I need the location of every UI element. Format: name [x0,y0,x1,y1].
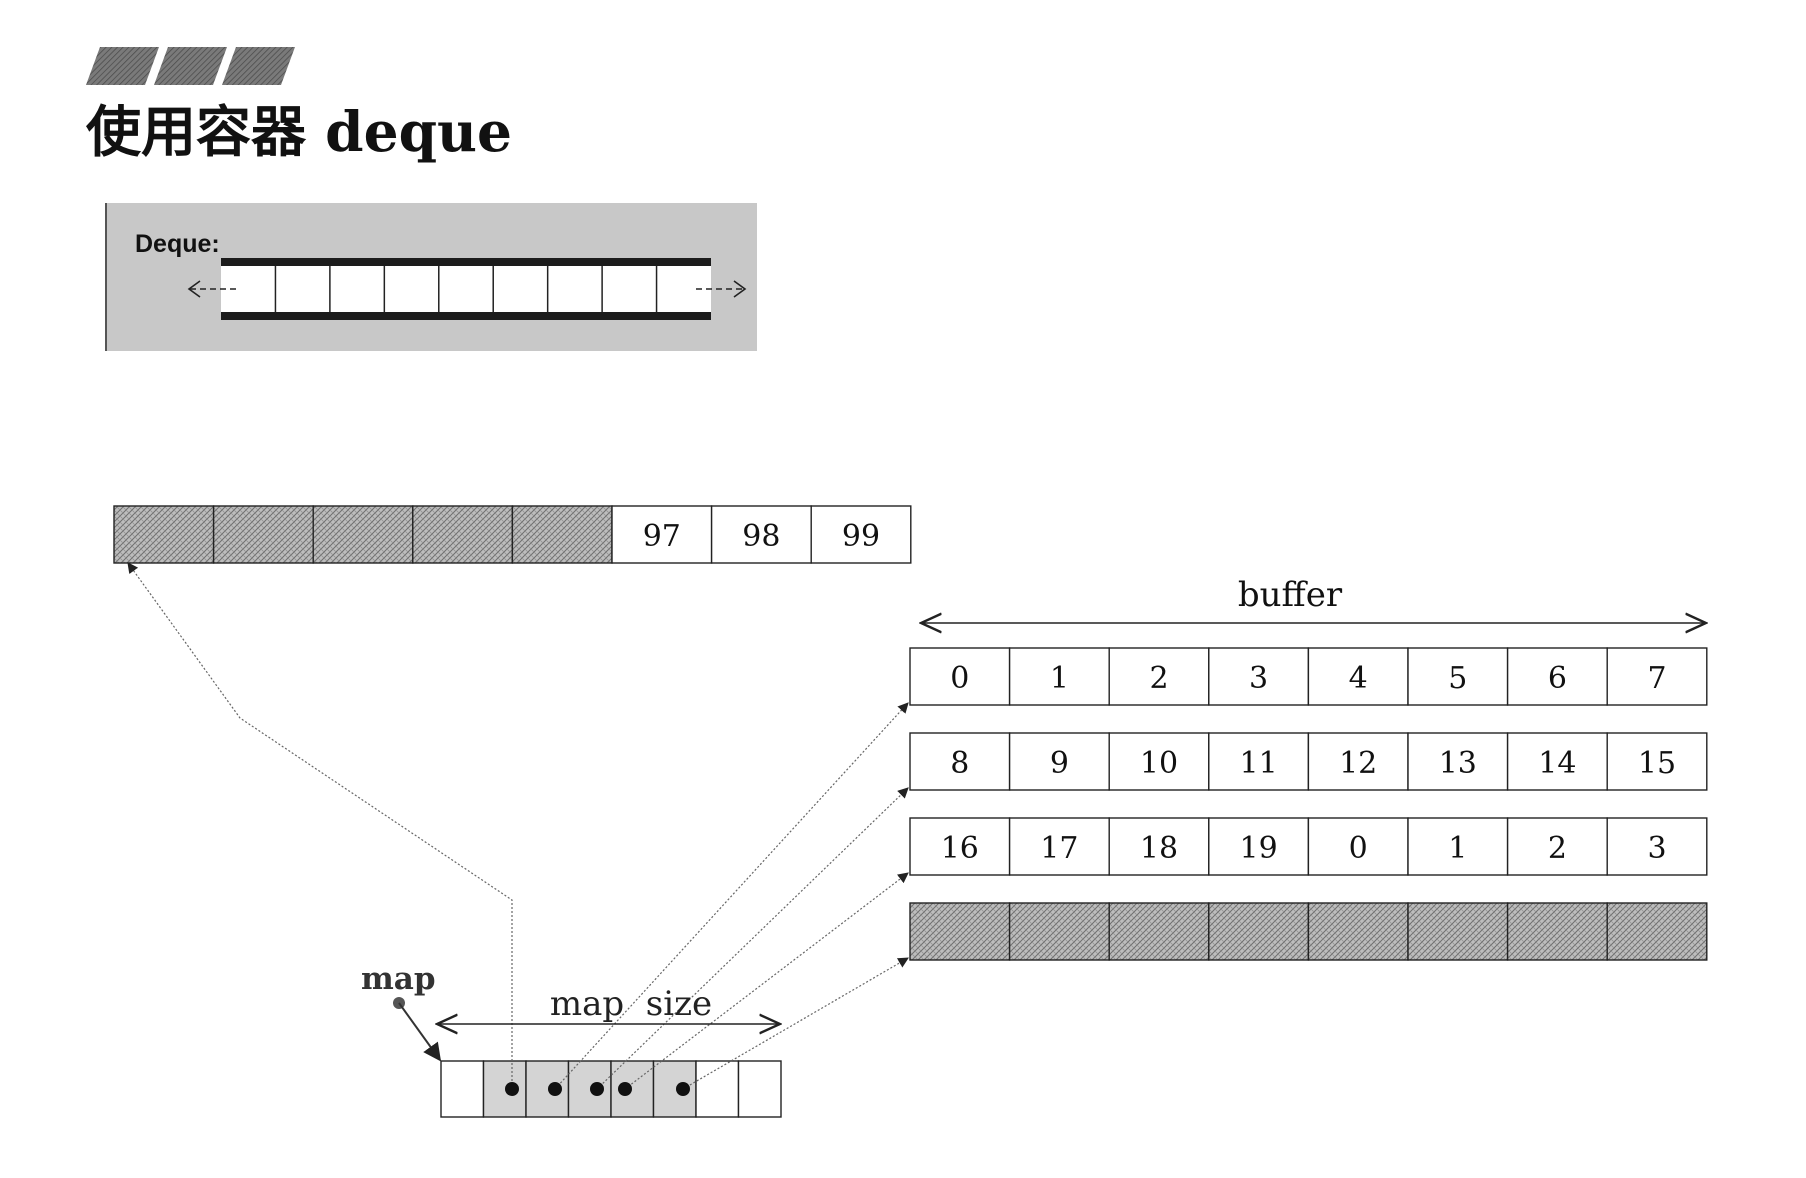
top-buffer-cell-hatched [212,505,314,564]
map-pointer-line [624,872,909,1090]
buffer-cell-hatched [1208,902,1310,961]
buffer-cell [1208,647,1310,706]
buffer-cell-value: 13 [1439,746,1477,781]
buffer-cell-value: 7 [1647,661,1666,696]
map-cell-used [567,1060,612,1118]
buffer-cell-hatched [1606,902,1708,961]
deque-strip-body [221,266,711,312]
buffer-cell-value: 16 [941,831,979,866]
deque-cells [274,266,658,312]
deque-label: Deque: [135,230,220,258]
buffer-cell [1008,817,1110,876]
map-cell-empty [695,1060,740,1118]
buffer-cell [1606,817,1708,876]
buffer-cell [1208,732,1310,791]
buffer-cell-value: 2 [1548,831,1567,866]
buffer-cell [1307,732,1409,791]
buffer-cell-value: 8 [950,746,969,781]
buffer-cell-value: 2 [1149,661,1168,696]
buffer-cell-value: 14 [1538,746,1576,781]
buffer-cell [1407,732,1509,791]
map-node-dot [676,1082,690,1096]
buffer-cell-value: 4 [1349,661,1368,696]
top-buffer-cell-hatched [113,505,215,564]
top-buffer-cell [810,505,912,564]
map-label: map [361,961,436,997]
top-buffer-cell-hatched [412,505,514,564]
deque-right-arrow [696,280,747,298]
buffer-cell-hatched [1307,902,1409,961]
buffer-cell-value: 1 [1448,831,1467,866]
map-size-label: map size [550,984,712,1024]
map-pointer-arrow [393,997,442,1062]
buffer-cell-value: 0 [950,661,969,696]
buffer-cell-value: 9 [1050,746,1069,781]
map [440,1060,782,1118]
map-pointer-line [596,787,909,1090]
map-node-dot [590,1082,604,1096]
top-buffer-value: 99 [842,519,880,554]
buffer-cell [909,732,1011,791]
buffer-cell [1506,817,1608,876]
map-cell-empty [737,1060,782,1118]
buffer-label: buffer [1238,575,1343,615]
deque-left-arrow [187,280,238,298]
buffer-cell-value: 19 [1240,831,1278,866]
buffer-cell-value: 12 [1339,746,1377,781]
buffer-cell [1307,817,1409,876]
buffer-cell [1606,647,1708,706]
buffer-cell [1008,647,1110,706]
buffer-cell-hatched [1008,902,1110,961]
map-node-dot [505,1082,519,1096]
deque-strip-top-bar [221,258,711,266]
buffer-cell [1407,647,1509,706]
buffer-cell-value: 6 [1548,661,1567,696]
map-node-dot [618,1082,632,1096]
buffer-cell [1108,817,1210,876]
buffer-cell-value: 10 [1140,746,1178,781]
deque-strip-bottom-bar [221,312,711,320]
buffer-cell-hatched [1108,902,1210,961]
top-buffer-cell [710,505,812,564]
buffer-cell [1407,817,1509,876]
buffer-cell-value: 0 [1349,831,1368,866]
buffer-cell-value: 3 [1647,831,1666,866]
top-buffer-value: 98 [742,519,780,554]
map-pointers [127,562,909,1096]
buffer-cell [1506,647,1608,706]
buffer-cell [1307,647,1409,706]
buffer-cell [1506,732,1608,791]
buffer-cell-value: 17 [1040,831,1078,866]
buffer-cell-value: 3 [1249,661,1268,696]
buffer-cell [1606,732,1708,791]
buffer-cell [909,817,1011,876]
map-pointer-line [127,562,513,1089]
map-cell-empty [440,1060,485,1118]
buffer-cell-hatched [1506,902,1608,961]
buffer-cell-value: 15 [1638,746,1676,781]
page-title: 使用容器 deque [86,99,513,164]
map-pointer-line [682,957,909,1090]
buffer-cell-value: 1 [1050,661,1069,696]
map-cell-used [482,1060,527,1118]
map-cell-used [525,1060,570,1118]
deque-panel: Deque: [105,203,757,351]
buffer-cell-value: 11 [1240,746,1278,781]
buffer-cell-value: 18 [1140,831,1178,866]
buffer-cell-value: 5 [1448,661,1467,696]
map-node-dot [548,1082,562,1096]
buffer-cell [1008,732,1110,791]
top-buffer: 97 98 99 [113,505,912,564]
top-buffer-value: 97 [643,519,681,554]
buffer-cell-hatched [1407,902,1509,961]
top-buffer-cell-hatched [312,505,414,564]
map-pointer-line [554,702,909,1090]
top-buffer-cell-hatched [511,505,613,564]
top-buffer-cell [611,505,713,564]
buffer-cell-hatched [909,902,1011,961]
